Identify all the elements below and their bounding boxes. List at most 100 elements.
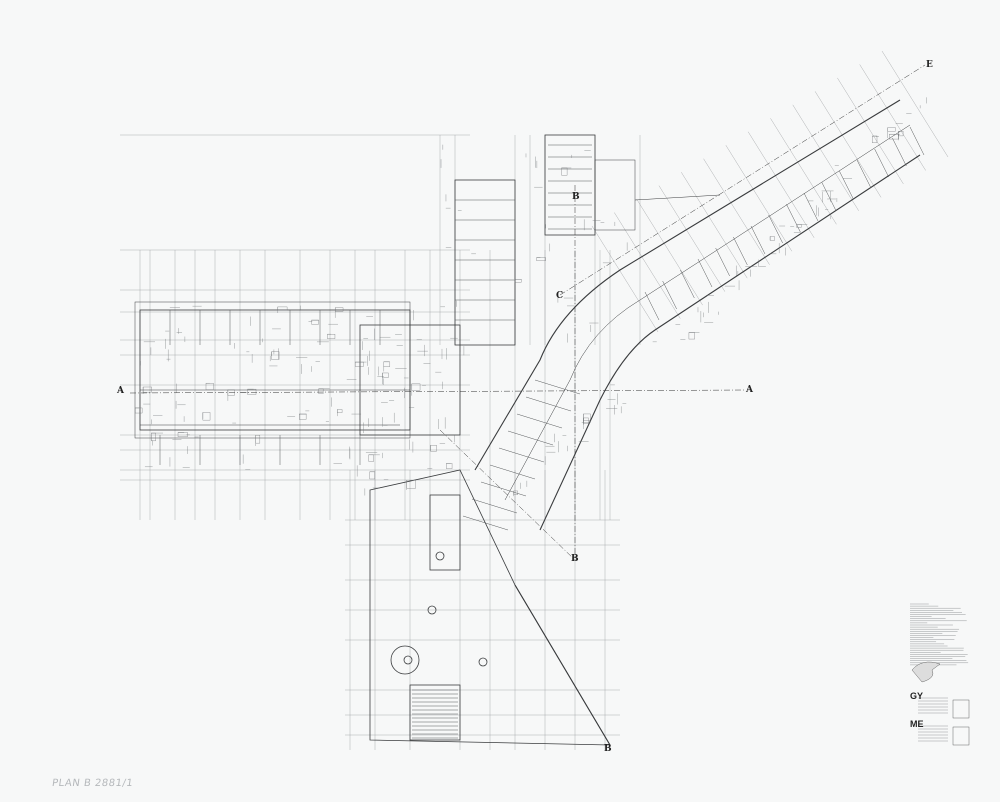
curve-room-wall: [462, 515, 509, 531]
wing-grid-line: [614, 212, 681, 319]
wing-room-wall: [839, 170, 854, 200]
detail-box: [536, 257, 546, 261]
wing-room-wall: [856, 159, 872, 189]
section-label-a-right: A: [746, 385, 753, 395]
wing-room-wall: [697, 258, 713, 288]
detail-box: [142, 386, 152, 393]
wing-room-wall: [680, 269, 695, 299]
curve-room-wall: [534, 379, 581, 395]
pencil-sheet-note: PLAN B 2881/1: [51, 778, 134, 789]
construction-grid: [120, 50, 949, 750]
wing-room-wall: [644, 291, 660, 321]
wing-room-wall: [662, 280, 677, 310]
wing-room-wall: [909, 126, 925, 156]
detail-box: [796, 224, 802, 228]
firm-1-code: GY: [910, 691, 924, 701]
detail-box: [430, 445, 437, 452]
wing-grid-line: [703, 158, 770, 265]
key-plan-sketch: [911, 661, 941, 683]
entry-stair: [409, 684, 461, 741]
wing-room-wall: [874, 148, 889, 178]
detail-box: [383, 361, 391, 367]
wing-grid-line: [792, 104, 859, 211]
wing-grid-line: [859, 64, 926, 171]
detail-box: [318, 388, 324, 394]
tb-box-1: [952, 699, 970, 719]
detail-box: [769, 236, 775, 241]
detail-box: [205, 383, 214, 390]
detail-box: [277, 306, 288, 311]
wing-grid-line: [636, 198, 703, 306]
section-label-b-diag: B: [604, 744, 612, 754]
wing-grid-line: [681, 172, 748, 279]
left-wing-outline: [139, 309, 411, 431]
detail-marks: [135, 97, 969, 742]
detail-box: [446, 463, 453, 469]
upper-central-block: [454, 179, 516, 346]
title-block: GY ME: [905, 598, 973, 746]
wing-grid-line: [881, 50, 949, 158]
section-label-a-left: A: [117, 386, 124, 396]
detail-box: [382, 372, 389, 378]
room-partitions: [159, 126, 925, 739]
detail-box: [368, 454, 374, 462]
section-label-e-mid: C: [556, 291, 564, 301]
stair-tower: [544, 134, 596, 236]
curve-room-wall: [498, 447, 545, 463]
detail-box: [202, 412, 211, 421]
wing-room-wall: [821, 181, 836, 211]
detail-box: [311, 319, 319, 325]
column-3: [478, 657, 488, 667]
wing-grid-line: [591, 225, 659, 333]
column-2: [427, 605, 437, 615]
detail-box: [583, 413, 591, 421]
wing-grid-line: [747, 131, 815, 238]
curve-room-wall: [471, 498, 518, 514]
diagonal-wing-south-wall: [474, 99, 901, 471]
title-block-frame: [911, 661, 970, 746]
detail-box: [872, 135, 878, 143]
hall-diagonal-wall: [514, 584, 611, 746]
section-lines: [129, 64, 926, 561]
detail-box: [337, 409, 343, 413]
detail-box: [561, 167, 568, 176]
wing-grid-line: [837, 77, 904, 185]
detail-box: [887, 127, 896, 132]
wing-grid-line: [658, 185, 726, 292]
detail-box: [247, 388, 257, 395]
building-outline: [134, 99, 921, 746]
detail-box: [354, 361, 364, 367]
curve-room-wall: [480, 481, 527, 497]
diagonal-wing-corridor: [504, 124, 911, 501]
section-line-b-diag: [439, 429, 576, 561]
wing-room-wall: [750, 225, 766, 255]
section-label-e-top: E: [926, 60, 933, 70]
detail-box: [889, 134, 899, 140]
firm-2-code: ME: [910, 719, 924, 729]
section-label-b-upper: B: [572, 192, 580, 202]
curve-room-wall: [489, 464, 536, 480]
detail-box: [369, 471, 375, 480]
wing-room-wall: [768, 214, 783, 244]
detail-box: [514, 279, 522, 283]
detail-box: [177, 432, 188, 437]
round-column-large: [390, 645, 420, 675]
wing-grid-line: [770, 118, 837, 225]
wing-room-wall: [892, 137, 907, 167]
detail-box: [271, 351, 280, 360]
wing-room-wall: [803, 192, 819, 222]
curve-room-wall: [525, 396, 572, 412]
detail-box: [513, 490, 518, 495]
detail-box: [135, 407, 143, 414]
column-1: [435, 551, 445, 561]
detail-box: [327, 334, 336, 339]
column-4: [403, 655, 413, 665]
wing-room-wall: [733, 236, 748, 266]
detail-box: [255, 435, 261, 444]
diagonal-wing-north-wall: [539, 154, 921, 531]
curve-room-wall: [516, 413, 563, 429]
detail-box: [688, 332, 695, 340]
wing-spur: [634, 194, 721, 201]
